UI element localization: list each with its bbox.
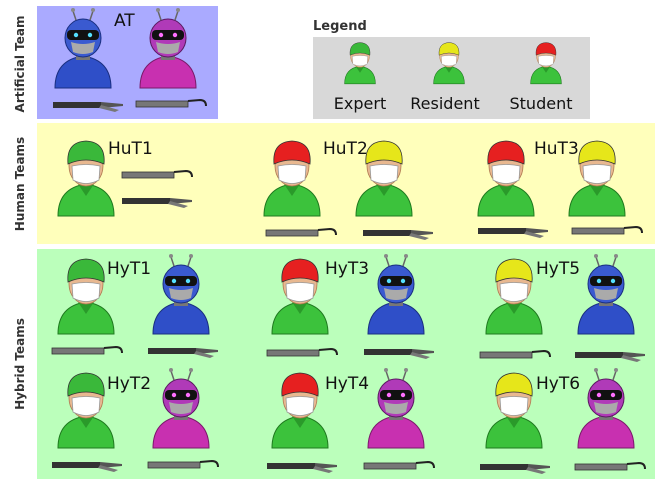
student-legend-icon [530, 42, 562, 85]
team-label-hyt2: HyT2 [107, 374, 151, 394]
legend-item-resident: Resident [410, 94, 479, 113]
resident-surgeon-icon [568, 140, 626, 217]
team-label-hyt6: HyT6 [536, 374, 580, 394]
expert-surgeon-icon [57, 140, 115, 217]
legend-item-expert: Expert [334, 94, 386, 113]
student-surgeon-icon [271, 258, 329, 335]
team-label-hyt1: HyT1 [107, 259, 151, 279]
student-surgeon-icon [263, 140, 321, 217]
hybrid-teams-label: Hybrid Teams [13, 318, 27, 410]
team-label-at: AT [114, 11, 135, 31]
expert-legend-icon [344, 42, 376, 85]
student-surgeon-icon [477, 140, 535, 217]
team-label-hut2: HuT2 [323, 139, 368, 159]
student-surgeon-icon [271, 372, 329, 449]
team-label-hut3: HuT3 [534, 139, 579, 159]
human-teams-panel [37, 123, 655, 244]
legend-title: Legend [313, 19, 367, 34]
team-label-hut1: HuT1 [108, 139, 153, 159]
resident-surgeon-icon [355, 140, 413, 217]
expert-surgeon-icon [57, 372, 115, 449]
figures-layer [51, 7, 646, 474]
legend-item-student: Student [510, 94, 573, 113]
team-label-hyt5: HyT5 [536, 259, 580, 279]
expert-surgeon-icon [57, 258, 115, 335]
artificial-team-label: Artificial Team [13, 16, 27, 113]
legend-icons [344, 42, 562, 85]
resident-surgeon-icon [485, 258, 543, 335]
resident-legend-icon [433, 42, 465, 85]
human-teams-label: Human Teams [13, 137, 27, 231]
hybrid-teams-panel [37, 249, 655, 479]
resident-surgeon-icon [485, 372, 543, 449]
team-label-hyt4: HyT4 [325, 374, 369, 394]
team-label-hyt3: HyT3 [325, 259, 369, 279]
